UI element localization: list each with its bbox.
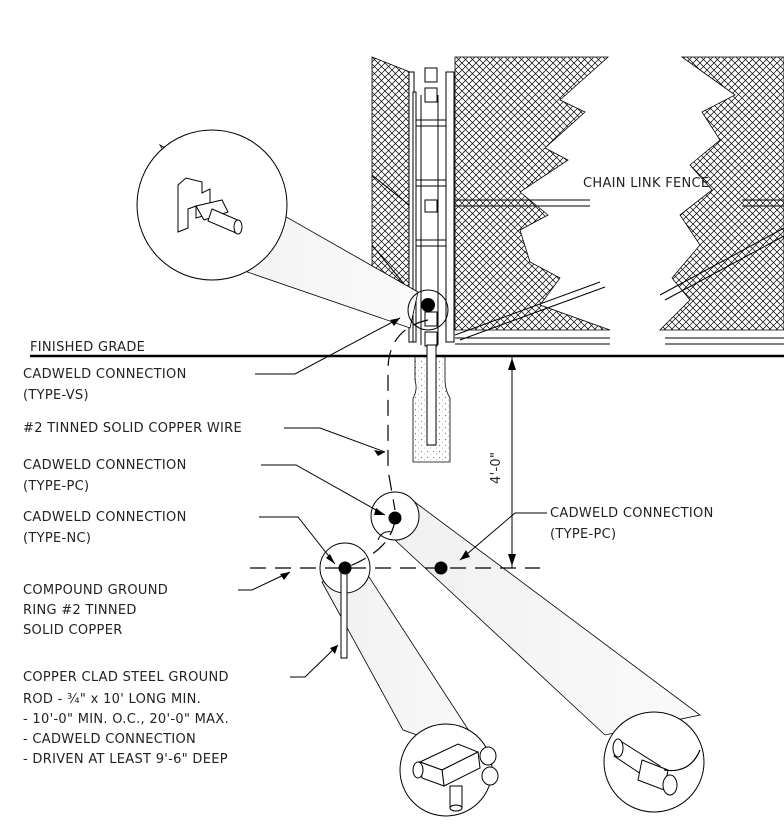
label-copper-wire: #2 TINNED SOLID COPPER WIRE	[23, 421, 242, 436]
type-vs-lug-icon	[177, 177, 243, 235]
label-ground-rod-4: - CADWELD CONNECTION	[23, 732, 196, 747]
ground-wire	[250, 319, 540, 569]
depth-dimension: 4'-0"	[489, 356, 516, 568]
detail-circle-type-vs	[136, 129, 288, 281]
label-ground-rod-3: - 10'-0" MIN. O.C., 20'-0" MAX.	[23, 712, 229, 727]
chain-link-fence	[371, 56, 784, 345]
label-ground-ring-2: RING #2 TINNED	[23, 603, 137, 618]
label-ground-ring-3: SOLID COPPER	[23, 623, 123, 638]
ground-rod	[340, 567, 348, 659]
connection-circle-vs	[407, 289, 449, 331]
detail-circle-type-nc	[399, 723, 499, 817]
label-ground-rod-1: COPPER CLAD STEEL GROUND	[23, 670, 229, 685]
label-ground-rod-2: ROD - ¾" x 10' LONG MIN.	[23, 692, 201, 707]
label-cadweld-pc-right-type: (TYPE-PC)	[550, 527, 616, 542]
fence-mesh-middle	[454, 56, 611, 331]
detail-circle-type-pc	[603, 711, 705, 813]
label-ground-ring-1: COMPOUND GROUND	[23, 583, 168, 598]
leader-lines	[238, 317, 547, 678]
cadweld-dot-vs	[421, 298, 435, 312]
label-cadweld-pc: CADWELD CONNECTION	[23, 458, 187, 473]
type-pc-parallel-icon	[612, 738, 701, 796]
label-chain-link-fence: CHAIN LINK FENCE	[583, 176, 709, 191]
label-cadweld-nc: CADWELD CONNECTION	[23, 510, 187, 525]
dimension-label: 4'-0"	[489, 452, 504, 484]
fence-mesh-right	[659, 56, 784, 331]
cadweld-dot-nc	[338, 561, 352, 575]
fence-post	[371, 67, 455, 347]
label-cadweld-vs-type: (TYPE-VS)	[23, 388, 89, 403]
label-cadweld-vs: CADWELD CONNECTION	[23, 367, 187, 382]
cadweld-dot-pc-right	[434, 561, 448, 575]
cadweld-dot-pc	[388, 511, 402, 525]
label-cadweld-pc-type: (TYPE-PC)	[23, 479, 89, 494]
label-finished-grade: FINISHED GRADE	[30, 340, 145, 355]
label-cadweld-nc-type: (TYPE-NC)	[23, 531, 91, 546]
label-ground-rod-5: - DRIVEN AT LEAST 9'-6" DEEP	[23, 752, 228, 767]
type-nc-tee-icon	[412, 743, 499, 812]
label-cadweld-pc-right: CADWELD CONNECTION	[550, 506, 714, 521]
